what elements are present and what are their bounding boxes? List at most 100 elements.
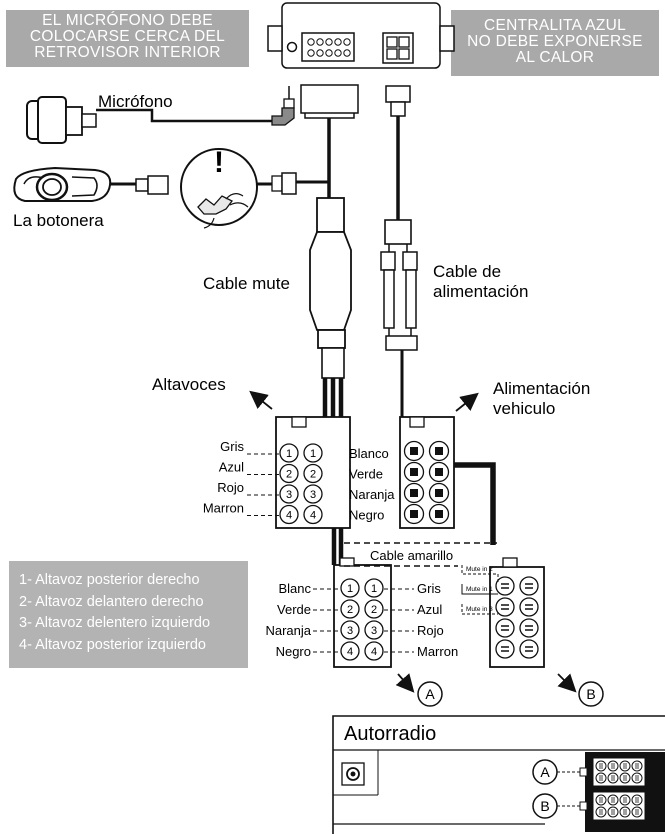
socket-pin <box>595 772 607 784</box>
notice-line: AL CALOR <box>515 49 595 66</box>
pin-number: 3 <box>347 625 353 637</box>
wire-color-label: Blanc <box>278 581 311 596</box>
notice-line: RETROVISOR INTERIOR <box>34 44 221 61</box>
wire-color-label: Gris <box>220 439 244 454</box>
wire-color-label: Blanco <box>349 446 389 461</box>
wire-color-label: Rojo <box>217 480 244 495</box>
wire-color-label: Azul <box>417 602 442 617</box>
pin-number: 3 <box>286 489 292 501</box>
pin-number: 1 <box>371 583 377 595</box>
socket-pin <box>607 760 619 772</box>
pin-number: 2 <box>286 469 292 481</box>
pin <box>303 443 323 463</box>
pin <box>495 576 515 596</box>
pin-number: 4 <box>286 510 292 522</box>
speakers-label: Altavoces <box>152 375 226 394</box>
wire-color-label: Azul <box>219 460 244 475</box>
notice-line: EL MICRÓFONO DEBE <box>42 12 213 29</box>
pin-number: 4 <box>371 646 377 658</box>
vehicle-power-connector <box>399 416 455 529</box>
connector-a-callout: A <box>417 681 443 707</box>
pin-number: 1 <box>286 448 292 460</box>
pin-number: 1 <box>310 448 316 460</box>
wire-color-label: Naranja <box>265 623 311 638</box>
warning-loupe: ! <box>180 146 297 229</box>
yellow-cable: Cable amarillo <box>344 542 497 567</box>
warning-mark-text: ! <box>214 146 224 179</box>
mute-connector: Mute in 2 Mute in 1 Mute in 3 <box>461 557 545 668</box>
microphone-jack <box>271 86 295 126</box>
cable-runs <box>96 108 496 565</box>
pin-core <box>410 468 418 476</box>
pin-core <box>410 489 418 497</box>
mute-cable-module <box>309 197 352 379</box>
legend-item: 2- Altavoz delantero derecho <box>19 593 204 610</box>
pin-core <box>435 468 443 476</box>
pin-number: 1 <box>347 583 353 595</box>
pin <box>364 620 384 640</box>
socket-pin <box>595 806 607 818</box>
connector-b-callout: B <box>578 681 604 707</box>
pin <box>279 443 299 463</box>
mute-in-label: Mute in 2 <box>466 566 493 573</box>
wire-color-label: Negro <box>276 644 311 659</box>
pin <box>519 597 539 617</box>
car-radio: Autorradio A B <box>332 715 665 834</box>
pin <box>495 597 515 617</box>
wire-color-label: Marron <box>417 644 458 659</box>
vehicle-power-label: Alimentación <box>493 379 590 398</box>
pin <box>340 578 360 598</box>
socket-pin <box>619 794 631 806</box>
pin-number: 2 <box>347 604 353 616</box>
notice-line: CENTRALITA AZUL <box>483 17 627 34</box>
wire-color-label: Gris <box>417 581 441 596</box>
speaker-wire-labels: GrisAzulRojoMarronBlancoVerdeNaranjaNegr… <box>203 439 395 523</box>
pin-number: 2 <box>371 604 377 616</box>
socket-pin <box>619 806 631 818</box>
wire-color-label: Negro <box>349 508 384 523</box>
pin-number: 4 <box>347 646 353 658</box>
pin <box>364 641 384 661</box>
socket-pin <box>607 794 619 806</box>
button-panel-label: La botonera <box>13 211 104 230</box>
pin <box>279 463 299 484</box>
pin <box>303 463 323 484</box>
button-panel-icon <box>13 166 169 202</box>
wire-color-label: Marron <box>203 501 244 516</box>
socket-pin <box>631 772 643 784</box>
power-cable-label: alimentación <box>433 282 528 301</box>
legend-item: 4- Altavoz posterior izquierdo <box>19 636 206 653</box>
pin <box>364 599 384 619</box>
socket-pin <box>619 772 631 784</box>
socket-a-label: A <box>540 764 550 780</box>
pin <box>495 639 515 659</box>
power-cable-label: Cable de <box>433 262 501 281</box>
wire-color-label: Verde <box>349 467 383 482</box>
socket-pin <box>631 794 643 806</box>
wire-color-label: Rojo <box>417 623 444 638</box>
pin-core <box>435 489 443 497</box>
mute-in-label: Mute in 3 <box>466 606 493 613</box>
notice-line: COLOCARSE CERCA DEL <box>29 28 226 45</box>
pin <box>364 578 384 598</box>
socket-pin <box>619 760 631 772</box>
mute-in-label: Mute in 1 <box>466 586 493 593</box>
control-unit <box>267 2 455 69</box>
pin-core <box>410 510 418 518</box>
radio-title: Autorradio <box>344 723 436 745</box>
pin <box>340 599 360 619</box>
harness-plug <box>300 84 411 119</box>
pin <box>519 618 539 638</box>
microphone-label: Micrófono <box>98 92 173 111</box>
unit-heat-notice: CENTRALITA AZUL NO DEBE EXPONERSE AL CAL… <box>451 10 659 76</box>
socket-pin <box>607 806 619 818</box>
pin <box>279 504 299 525</box>
pin-core <box>410 447 418 455</box>
microphone-placement-notice: EL MICRÓFONO DEBE COLOCARSE CERCA DEL RE… <box>6 10 249 67</box>
pin <box>340 620 360 640</box>
connector-b-label: B <box>586 686 595 702</box>
pin <box>303 504 323 525</box>
